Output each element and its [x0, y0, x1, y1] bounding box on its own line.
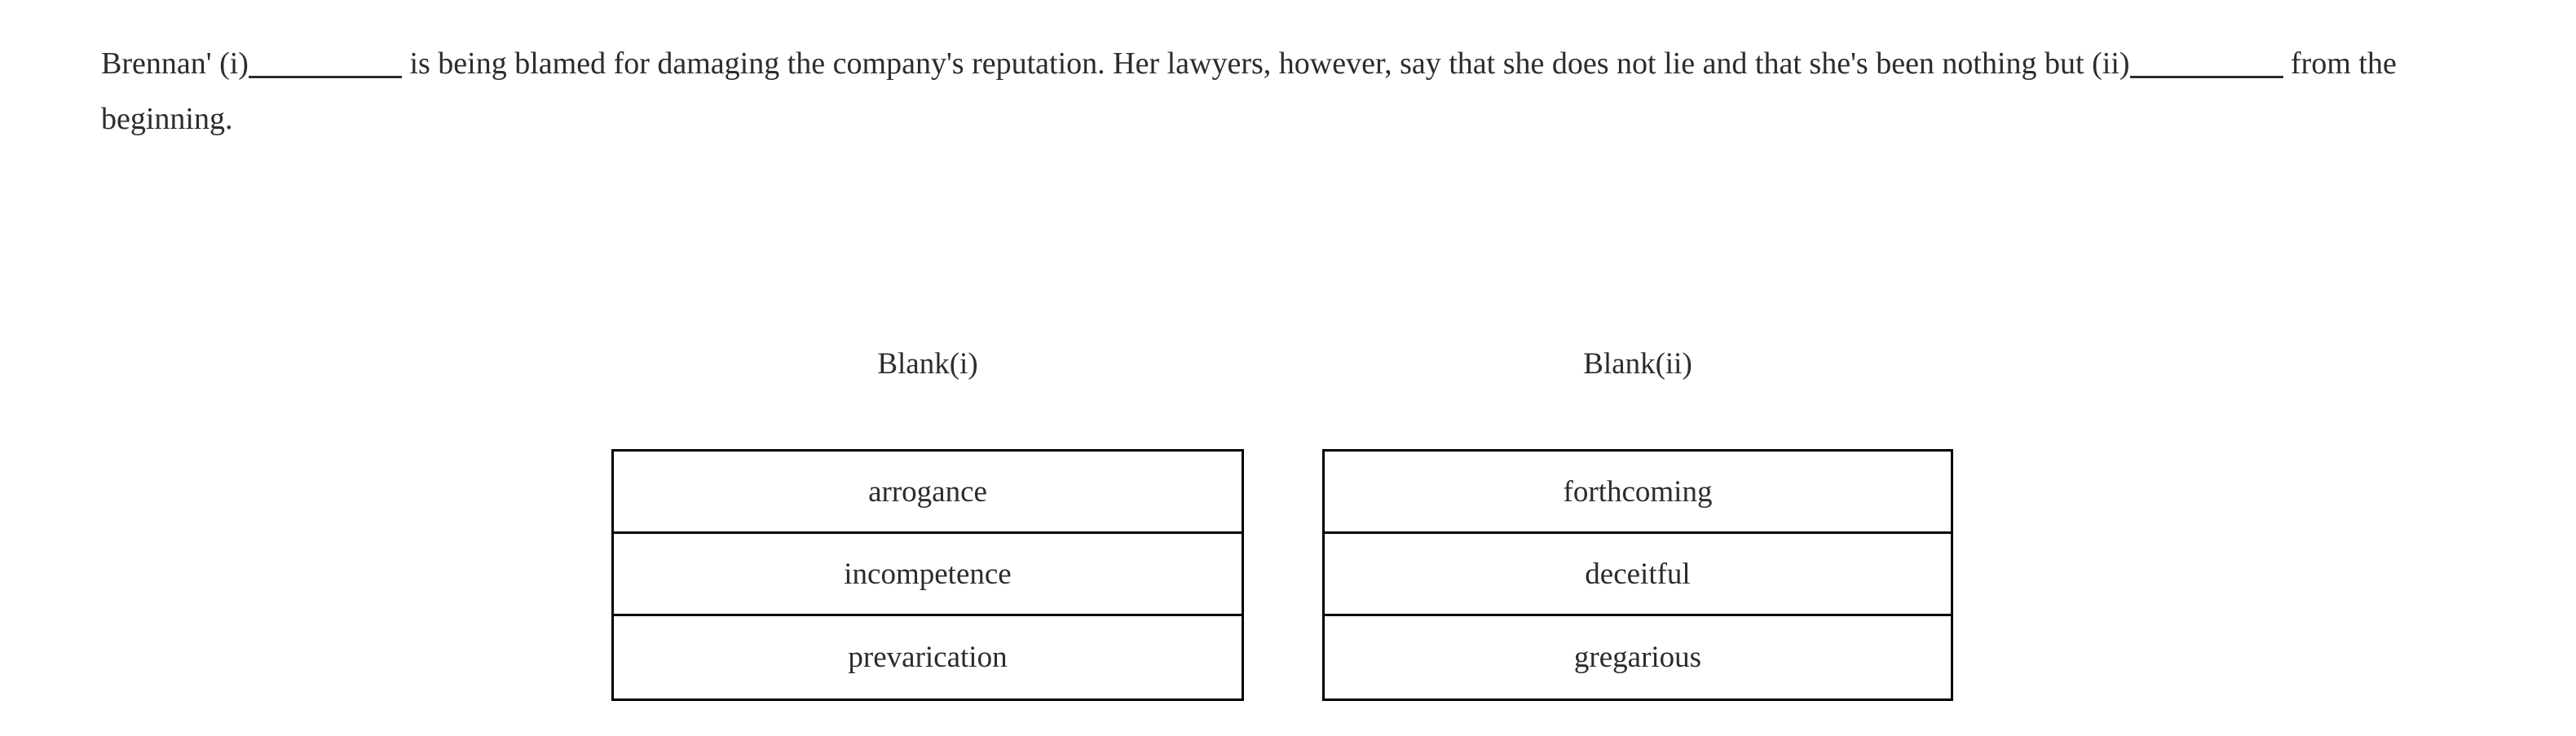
- option-row[interactable]: prevarication: [614, 616, 1242, 699]
- blank-ii-option-table: forthcoming deceitful gregarious: [1322, 449, 1953, 701]
- option-row[interactable]: deceitful: [1325, 534, 1951, 616]
- option-row[interactable]: arrogance: [614, 452, 1242, 534]
- question-segment-3: from the beginning.: [101, 46, 2397, 136]
- option-row[interactable]: forthcoming: [1325, 452, 1951, 534]
- blank-ii-column-label: Blank(ii): [1583, 347, 1692, 381]
- option-label: deceitful: [1585, 557, 1691, 591]
- option-row[interactable]: incompetence: [614, 534, 1242, 616]
- option-label: gregarious: [1573, 641, 1702, 674]
- blank-i-column-label: Blank(i): [877, 347, 978, 381]
- option-label: arrogance: [868, 474, 987, 509]
- question-prompt: Brennan' (i) is being blamed for damagin…: [101, 36, 2498, 147]
- blank-i-underline[interactable]: [248, 76, 402, 78]
- option-label: forthcoming: [1563, 474, 1713, 509]
- question-segment-2: is being blamed for damaging the company…: [401, 46, 2130, 81]
- blank-ii-underline[interactable]: [2129, 76, 2283, 78]
- option-label: prevarication: [848, 641, 1008, 674]
- option-label: incompetence: [844, 557, 1012, 591]
- option-row[interactable]: gregarious: [1325, 616, 1951, 699]
- question-segment-1: Brennan' (i): [101, 46, 249, 81]
- blank-i-option-table: arrogance incompetence prevarication: [611, 449, 1244, 701]
